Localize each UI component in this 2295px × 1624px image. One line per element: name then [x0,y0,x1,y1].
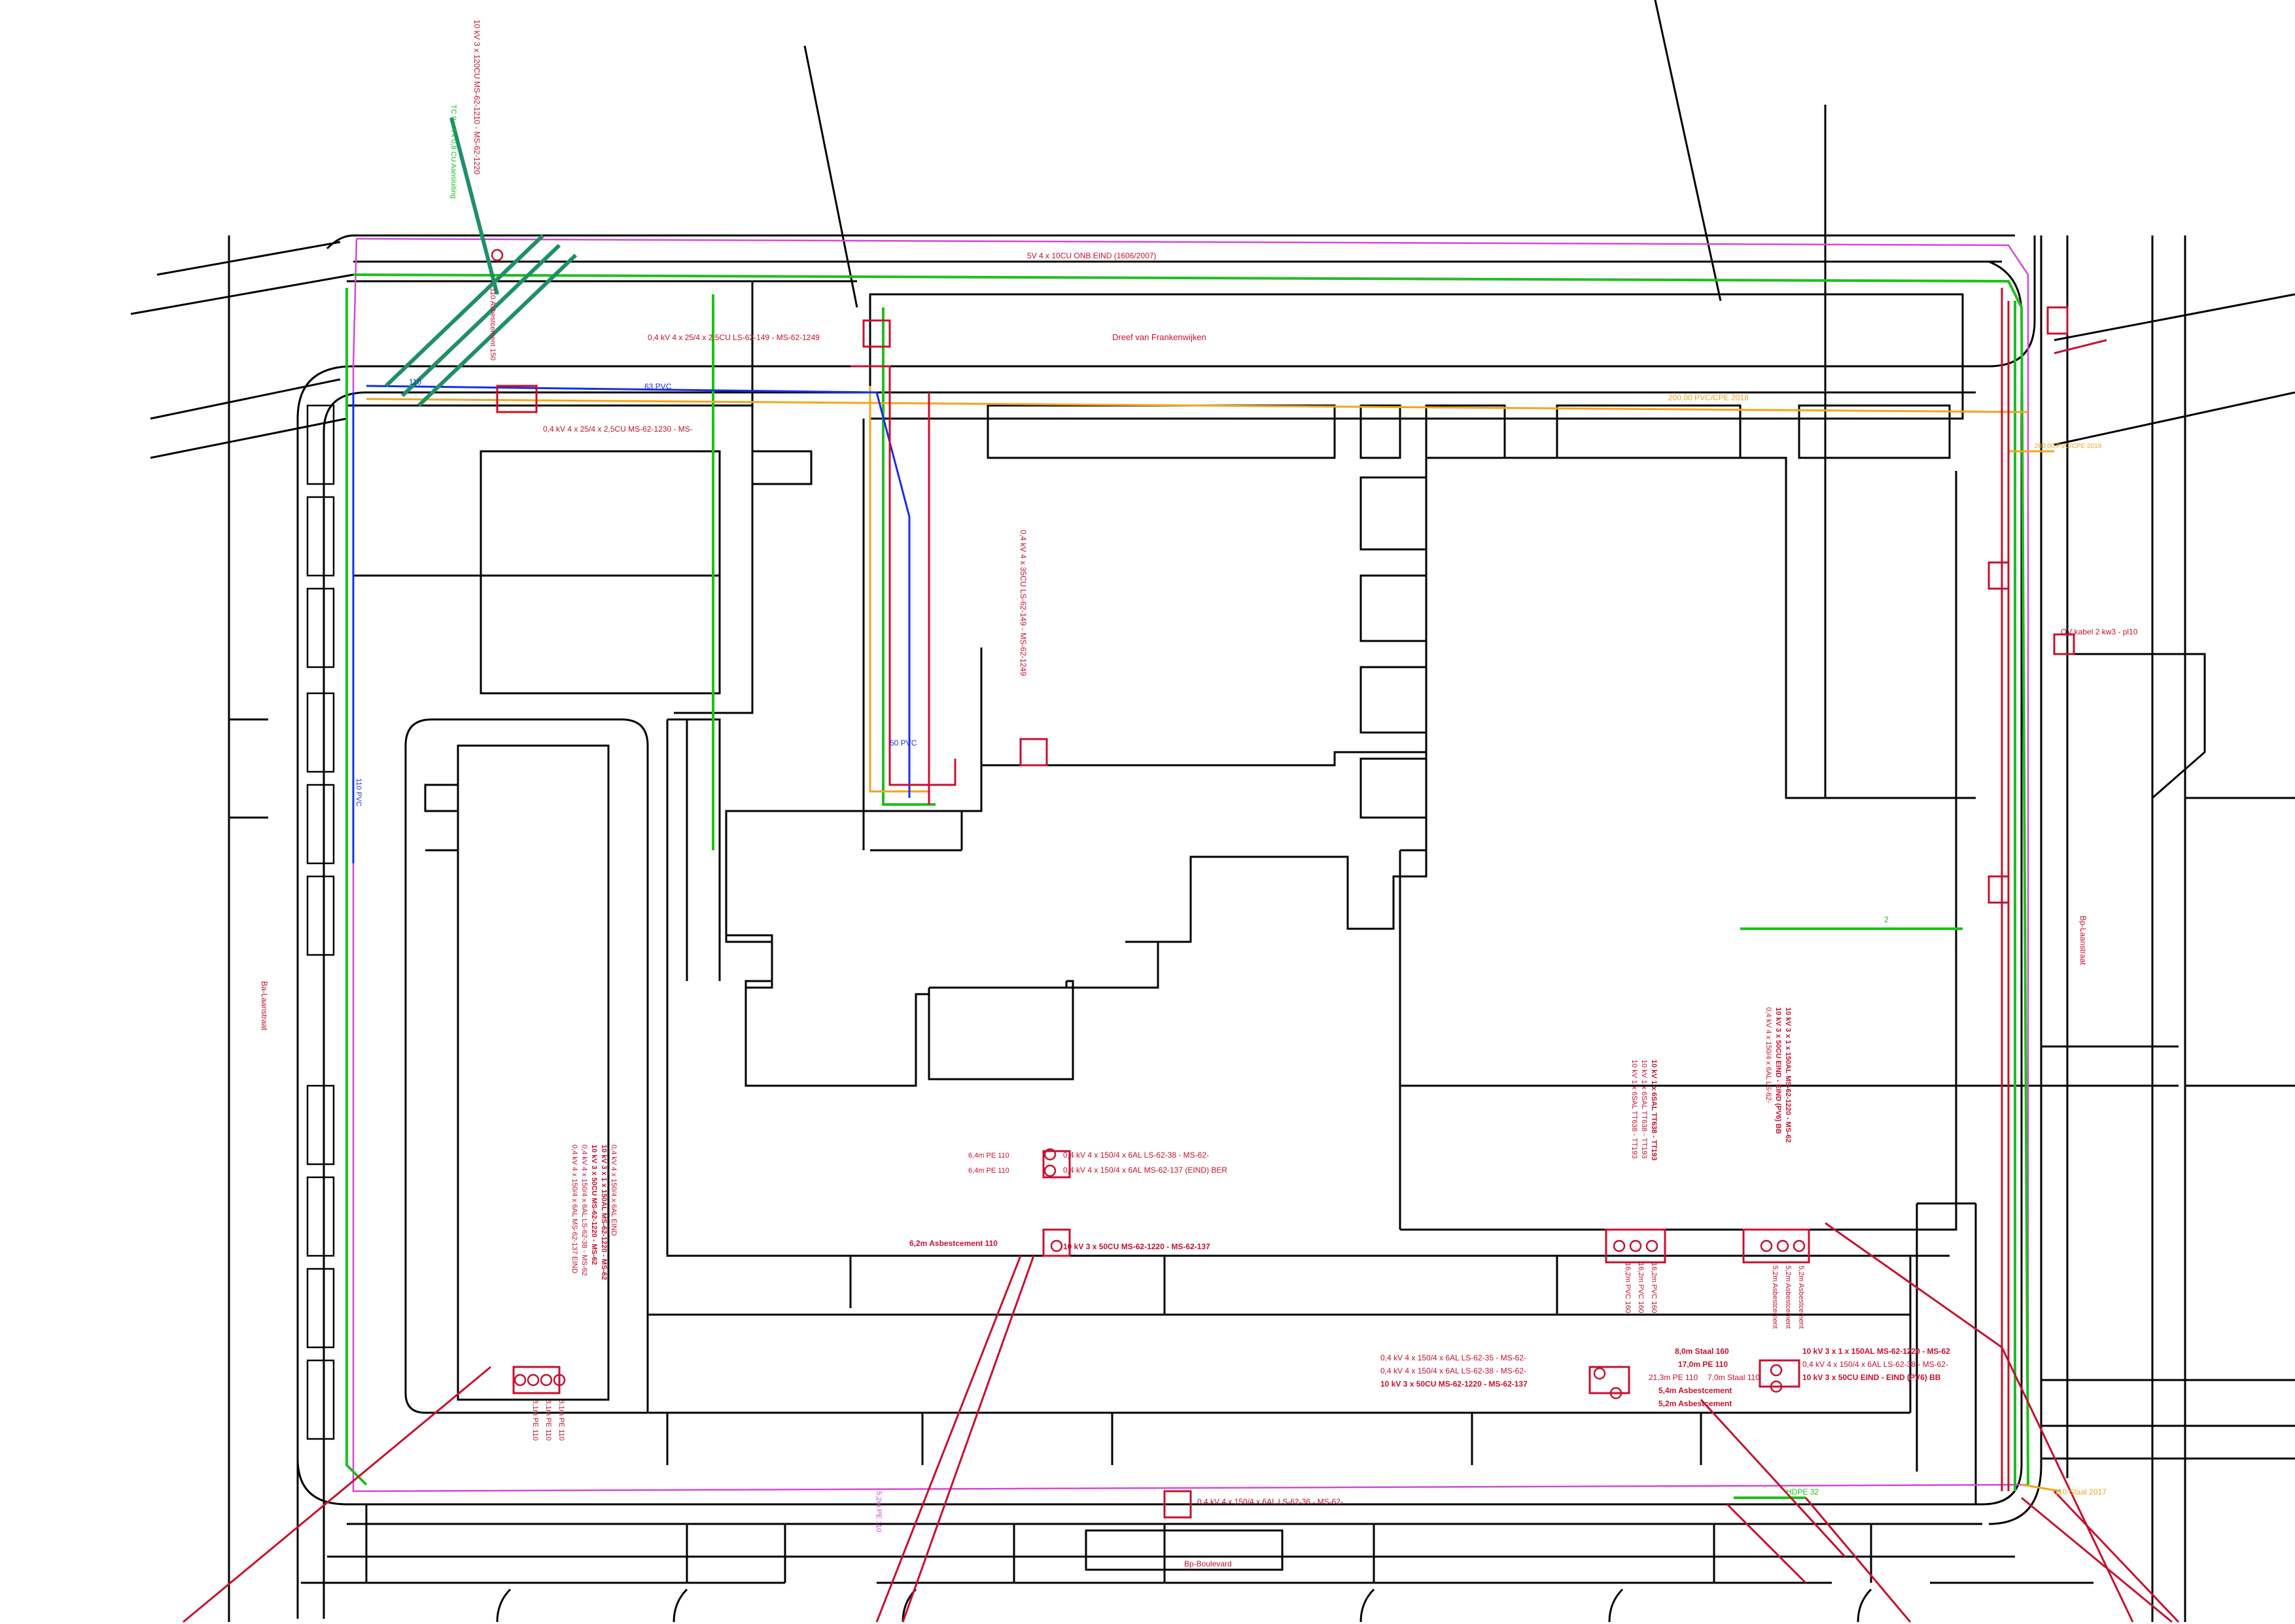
north-cable-label: 0,4 kV 4 x 25/4 x 2,5CU LS-62-149 - MS-6… [648,333,820,342]
telecom-duct [384,117,578,407]
south-s5: 5,4m Asbestcement [1658,1386,1732,1395]
center-c2-label: 0,4 kV 4 x 150/4 x 6AL MS-62-137 (EIND) … [1063,1166,1227,1175]
street-west-label: Ba-Laanstraat [260,981,269,1031]
south-s3: 21,3m PE 110 [1649,1373,1698,1382]
south-r2: 0,4 kV 4 x 150/4 x 6AL LS-62-38 - MS-62- [1802,1360,1948,1369]
left-block-3: 10 kV 3 x 50CU MS-62-1220 - MS-62 [590,1145,598,1265]
left-pe-3: 8,1m PE 110 [531,1400,539,1441]
property-boundary [352,237,2029,1493]
street-east-label: Bp-Laanstraat [2078,916,2088,965]
right-asb-2: 5,2m Asbestcement [1784,1266,1792,1329]
mid-pvc-1: 16,2m PVC 160 [1650,1262,1658,1313]
green-cable [345,273,2029,1499]
street-names: Dreef van Frankenwijken Bp-Laanstraat Ba… [260,332,2088,1568]
west-pvc-label: 110 PVC [355,778,362,806]
cable-labels: 10 kV 3 x 120CU MS-62-1210 - MS-62-1220 … [355,20,2138,1532]
south-r3: 10 kV 3 x 50CU EIND - EIND (PV6) BB [1802,1373,1941,1382]
south-r1: 10 kV 3 x 1 x 150AL MS-62-1220 - MS-62 [1802,1347,1950,1356]
left-block-1: 0,4 kV 4 x 150/4 x 6AL EIND [610,1145,618,1236]
pvc200-label: 200,00 PVC/CPE 2018 [1668,393,1749,402]
vertical-bottom-label: 5,2m PE 110 [875,1491,883,1532]
red-cables [183,288,2180,1623]
south-l1: 0,4 kV 4 x 150/4 x 6AL LS-62-35 - MS-62- [1380,1353,1526,1362]
connection-points [491,249,1806,1400]
left-block-4: 0,4 kV 4 x 150/4 x 6AL LS-62-38 - MS-62 [580,1145,588,1276]
street-south-label: Bp-Boulevard [1184,1559,1232,1568]
right-asb-3: 5,2m Asbestcement [1771,1266,1779,1329]
mid-pvc-3: 16,2m PVC 160 [1624,1262,1632,1313]
right-block-1: 10 kV 3 x 1 x 150AL MS-62-1220 - MS-62 [1784,1007,1792,1143]
north-end-label: 5V 4 x 10CU ONB.EIND (1606/2007) [1027,251,1156,260]
vertical-cable-label: 0,4 kV 4 x 35CU LS-62-149 - MS-62-1249 [1019,530,1028,676]
south-s1: 8,0m Staal 160 [1675,1347,1729,1356]
south-s6: 5,2m Asbestcement [1658,1399,1732,1408]
mid-block-1: 10 kV 1 x 6SAL TT638 - TT193 [1650,1060,1658,1160]
center-pe2-label: 6,4m PE 110 [968,1167,1009,1175]
south-edge-label: 0,4 kV 4 x 150/4 x 6AL LS-62-36 - MS-62- [1197,1497,1343,1506]
duct-markers [496,306,2075,1519]
left-pe-2: 8,1m PE 110 [544,1400,552,1441]
pvc110-label: 110 [409,377,421,387]
south-s4: 7,0m Staal 110 [1708,1373,1760,1382]
mid-block-2: 10 kV 1 x 6SAL TT638 - TT193 [1640,1060,1648,1158]
street-north-label: Dreef van Frankenwijken [1112,332,1206,342]
top-telecom-label: TC 9 x 4 x 0,8 CU Aansluiting [449,105,457,199]
ov-kabel-label: OV kabel 2 kw3 - pl10 [2061,627,2138,636]
hdpe-label: HDPE 32 [1786,1487,1819,1496]
east-stub-label: 200,00 PVC/CPE 2018 [2035,443,2102,450]
asbestos-center-label: 6,2m Asbestcement 110 [909,1239,998,1248]
road-outlines [130,234,2295,1622]
north-cable2-label: 0,4 kV 4 x 25/4 x 2,5CU MS-62-1230 - MS- [543,424,693,434]
center-c1-label: 0,4 kV 4 x 150/4 x 6AL LS-62-38 - MS-62- [1063,1150,1209,1160]
south-l3: 10 kV 3 x 50CU MS-62-1220 - MS-62-137 [1380,1379,1528,1389]
mid-pvc-2: 16,2m PVC 160 [1637,1262,1645,1313]
buildings [347,0,2067,1623]
south-s2: 17,0m PE 110 [1678,1360,1728,1369]
sidewalk-blocks-west [306,404,335,1440]
staal-label: 110 Staal 2017 [2054,1487,2107,1496]
pvc50-label: 50 PVC [890,738,917,748]
right-asb-1: 5,2m Asbestcement [1797,1266,1805,1329]
green-marker-label: 2 [1884,915,1889,924]
right-block-3: 0,4 kV 4 x 150/4 x 6AL LS-62- [1764,1007,1772,1103]
mid-block-3: 10 kV 1 x 6SAL TT638 - TT193 [1630,1060,1638,1158]
south-l2: 0,4 kV 4 x 150/4 x 6AL LS-62-38 - MS-62- [1380,1366,1526,1375]
center-pe1-label: 6,4m PE 110 [968,1152,1009,1160]
center-mv-label: 10 kV 3 x 50CU MS-62-1220 - MS-62-137 [1063,1242,1210,1251]
left-block-5: 0,4 kV 4 x 150/4 x 6AL MS-62-137 EIND [570,1145,578,1273]
left-block-2: 10 kV 3 x 1 x 150AL MS-62-1220 - MS-62 [600,1145,608,1280]
right-block-2: 10 kV 3 x 50CU EIND - EIND (PV6) BB [1774,1007,1782,1134]
left-pe-1: 8,1m PE 110 [557,1400,565,1441]
water-line [352,385,911,863]
pvc63-label: 63 PVC [644,382,672,391]
top-cable-label: 10 kV 3 x 120CU MS-62-1210 - MS-62-1220 [472,20,482,175]
top-asbestos-label: 110 Asbestcement 150 [489,288,497,360]
